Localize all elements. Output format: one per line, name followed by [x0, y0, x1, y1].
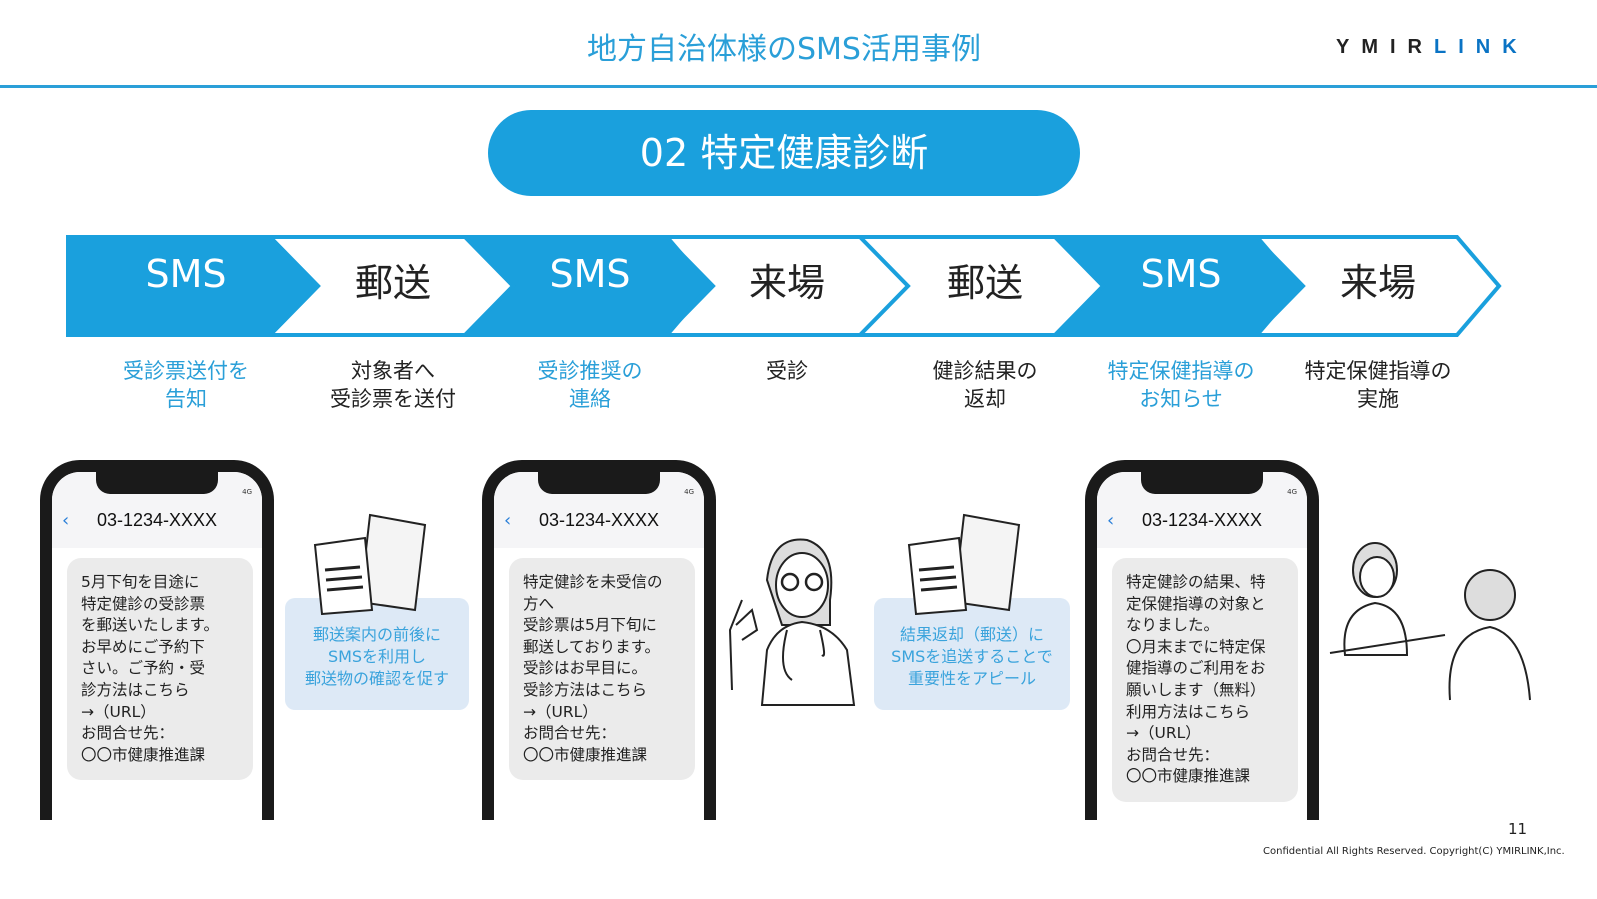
back-chevron-icon: ‹ [62, 510, 70, 531]
doctor-illustration [728, 538, 856, 706]
company-logo: YMIRLINK [1336, 36, 1529, 59]
flow-step-description: 受診票送付を 告知 [123, 359, 249, 411]
flow-step-description: 特定保健指導の 実施 [1304, 359, 1452, 411]
note-mail-1: 郵送案内の前後に SMSを利用し 郵送物の確認を促す [285, 598, 469, 710]
sender-number: 03-1234-XXXX [96, 510, 218, 530]
phone-mockup-1: 4G ‹ 03-1234-XXXX 5月下旬を目途に 特定健診の受診票 を郵送いたし… [40, 460, 274, 820]
flow-step-label: 郵送 [354, 261, 431, 305]
sender-number: 03-1234-XXXX [538, 510, 660, 530]
section-title: 02 特定健康診断 [488, 110, 1080, 196]
consultation-illustration [1329, 542, 1531, 701]
flow-step-chevron [1250, 235, 1502, 337]
flow-step-chevron [1050, 235, 1302, 337]
sms-message-bubble: 特定健診の結果、特 定保健指導の対象と なりました。 〇月末までに特定保 健指導… [1112, 558, 1298, 802]
flow-step-label: 来場 [748, 261, 825, 305]
flow-step-label: 郵送 [946, 261, 1023, 305]
sender-number: 03-1234-XXXX [1141, 510, 1263, 530]
flow-step-chevron [460, 235, 712, 337]
flow-step-description: 受診 [766, 359, 808, 383]
logo-text-dark: YMIR [1336, 36, 1434, 58]
flow-step-description: 特定保健指導の お知らせ [1107, 359, 1255, 411]
signal-status: 4G [1287, 488, 1297, 496]
flow-step-label: SMS [549, 252, 631, 296]
flow-chevrons [66, 235, 1502, 337]
flow-step-label: SMS [145, 252, 227, 296]
back-chevron-icon: ‹ [504, 510, 512, 531]
flow-step-description: 健診結果の 返却 [932, 359, 1038, 411]
sms-message-bubble: 5月下旬を目途に 特定健診の受診票 を郵送いたします。 お早めにご予約下 さい。… [67, 558, 253, 781]
flow-step-label: 来場 [1339, 261, 1416, 305]
flow-step-chevron [66, 235, 321, 337]
document-envelope-icon [313, 513, 427, 615]
phone-mockup-2: 4G ‹ 03-1234-XXXX 特定健診を未受信の 方へ 受診票は5月下旬に 郵… [482, 460, 716, 820]
note-mail-2: 結果返却（郵送）に SMSを追送することで 重要性をアピール [874, 598, 1070, 710]
flow-step-description: 対象者へ 受診票を送付 [330, 359, 456, 411]
phone-mockup-3: 4G ‹ 03-1234-XXXX 特定健診の結果、特 定保健指導の対象と なりまし… [1085, 460, 1319, 820]
copyright: Confidential All Rights Reserved. Copyri… [1263, 846, 1565, 857]
signal-status: 4G [242, 488, 252, 496]
document-envelope-icon [907, 513, 1021, 615]
logo-text-blue: LINK [1434, 36, 1529, 58]
flow-step-description: 受診推奨の 連絡 [537, 359, 643, 411]
sms-message-bubble: 特定健診を未受信の 方へ 受診票は5月下旬に 郵送しております。 受診はお早目に… [509, 558, 695, 781]
page-number: 11 [1508, 820, 1528, 838]
page-title: 地方自治体様のSMS活用事例 [587, 32, 981, 67]
signal-status: 4G [684, 488, 694, 496]
back-chevron-icon: ‹ [1107, 510, 1115, 531]
header-divider [0, 85, 1597, 88]
flow-step-label: SMS [1140, 252, 1222, 296]
